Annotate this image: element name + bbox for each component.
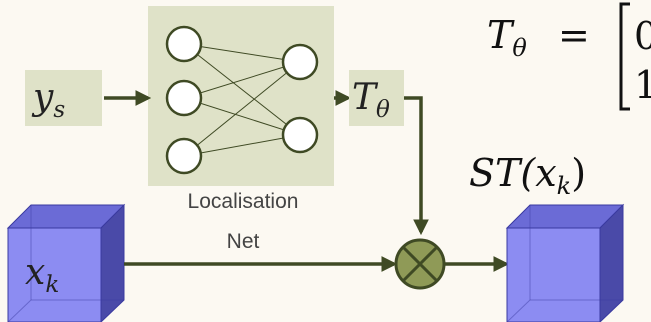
ys-label-box [25, 70, 102, 126]
network-nodes [165, 25, 319, 175]
input-neuron [165, 137, 203, 175]
ys-label: ys [31, 77, 65, 123]
output-cube [505, 203, 625, 322]
input-neuron [165, 79, 203, 117]
output-neuron [281, 43, 319, 81]
output-label: ST(xk) [469, 151, 586, 200]
equation-equals: = [558, 13, 590, 57]
theta-label-box [349, 70, 404, 126]
equation-lhs: Tθ [487, 13, 527, 62]
localisation-net-label-line2: Net [227, 230, 260, 253]
matrix-row2-first: 1 [634, 63, 651, 107]
matrix-bracket [619, 2, 630, 111]
localisation-net-label-line1: Localisation [188, 190, 299, 213]
matrix-row1-first: 0 [634, 14, 651, 58]
theta-arrow [404, 96, 429, 236]
multiply-icon [394, 238, 446, 290]
input-neuron [165, 25, 203, 63]
input-cube [6, 203, 126, 322]
network-edges [183, 43, 301, 157]
xk-label: xk [25, 252, 59, 298]
output-neuron [281, 116, 319, 154]
theta-label: Tθ [352, 77, 390, 123]
